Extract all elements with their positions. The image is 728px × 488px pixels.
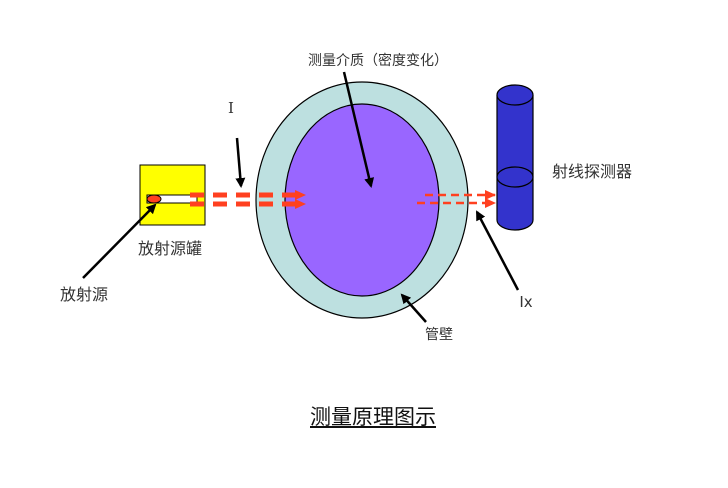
transmitted-label: Ix xyxy=(519,293,533,311)
incident-beam xyxy=(190,190,306,209)
source-label: 放射源 xyxy=(59,285,109,304)
radioactive-source xyxy=(146,194,162,204)
pipe-wall-arrow xyxy=(400,293,427,323)
medium-arrow xyxy=(342,71,375,188)
medium xyxy=(284,103,440,297)
source-arrow xyxy=(82,203,157,279)
pipe-wall-label: 管壁 xyxy=(425,327,453,343)
transmitted-beam xyxy=(417,190,496,208)
detector-cylinder xyxy=(496,84,534,231)
source-tank-label: 放射源罐 xyxy=(137,239,203,258)
transmitted-arrow xyxy=(475,210,520,291)
detector-label: 射线探测器 xyxy=(551,162,633,181)
diagram-caption: 测量原理图示 xyxy=(310,405,436,429)
incident-label: I xyxy=(228,99,234,117)
medium-label: 测量介质（密度变化） xyxy=(308,53,448,69)
incident-arrow xyxy=(235,137,246,188)
